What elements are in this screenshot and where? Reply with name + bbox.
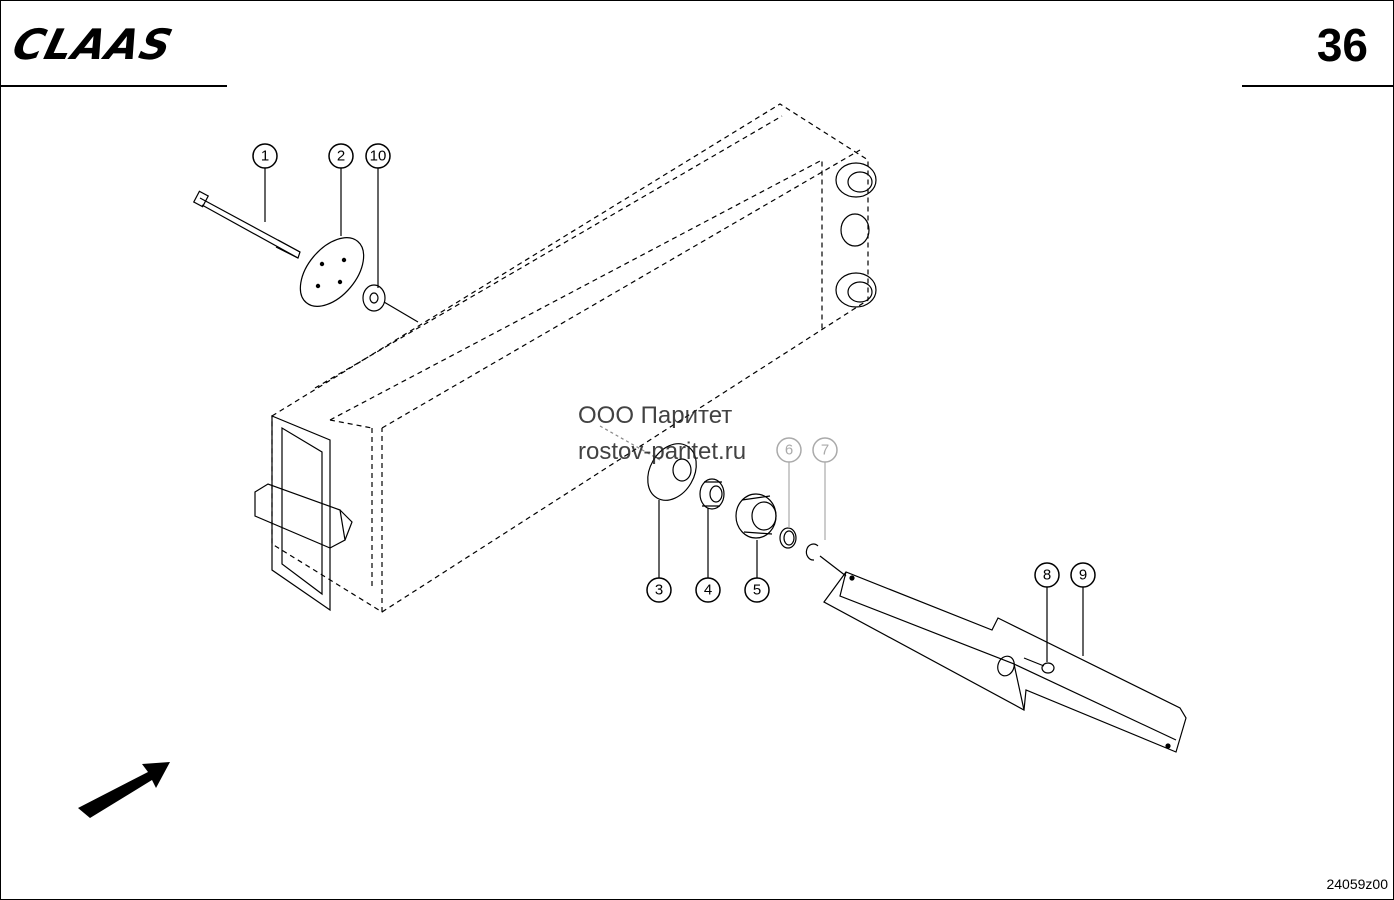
radiator-housing <box>271 103 869 613</box>
callout-bubble-10: 10 <box>365 143 391 169</box>
callout-label: 10 <box>370 148 387 165</box>
watermark: ООО Паритет rostov-paritet.ru <box>578 398 746 470</box>
callout-label: 7 <box>821 442 829 459</box>
radiator-left-frame <box>254 415 353 612</box>
page-number: 36 <box>1316 19 1368 71</box>
part-seal-ring <box>735 493 777 539</box>
callout-bubble-5: 5 <box>744 577 770 603</box>
direction-arrow-icon <box>78 762 170 818</box>
callout-label: 6 <box>785 442 793 459</box>
callout-label: 9 <box>1079 567 1087 584</box>
part-bracket-arm <box>823 571 1187 753</box>
callout-label: 1 <box>261 148 269 165</box>
part-screw <box>1023 657 1055 674</box>
callout-bubble-3: 3 <box>646 577 672 603</box>
callout-bubble-9: 9 <box>1070 562 1096 588</box>
callout-bubble-2: 2 <box>328 143 354 169</box>
callout-label: 4 <box>704 582 712 599</box>
callout-bubble-8: 8 <box>1034 562 1060 588</box>
watermark-url: rostov-paritet.ru <box>578 438 747 465</box>
callout-label: 3 <box>655 582 663 599</box>
part-o-ring <box>779 527 797 549</box>
callout-label: 5 <box>753 582 761 599</box>
part-bearing <box>699 478 725 510</box>
callout-label: 2 <box>337 148 345 165</box>
part-circlip <box>805 543 847 577</box>
header-rule-right <box>1242 85 1394 87</box>
watermark-company: ООО Паритет <box>578 402 733 429</box>
callout-bubble-1: 1 <box>252 143 278 169</box>
part-washer <box>362 284 419 323</box>
callout-bubble-4: 4 <box>695 577 721 603</box>
part-bolt <box>192 190 301 259</box>
callout-leaders <box>264 168 1084 662</box>
callout-bubble-6: 6 <box>776 437 802 463</box>
callout-bubble-7: 7 <box>812 437 838 463</box>
header-rule-left <box>0 85 227 87</box>
callout-label: 8 <box>1043 567 1051 584</box>
part-hub <box>599 425 697 501</box>
part-flange-plate <box>299 237 365 307</box>
radiator-right-fittings <box>835 162 877 308</box>
drawing-code: 24059z00 <box>1326 876 1388 892</box>
